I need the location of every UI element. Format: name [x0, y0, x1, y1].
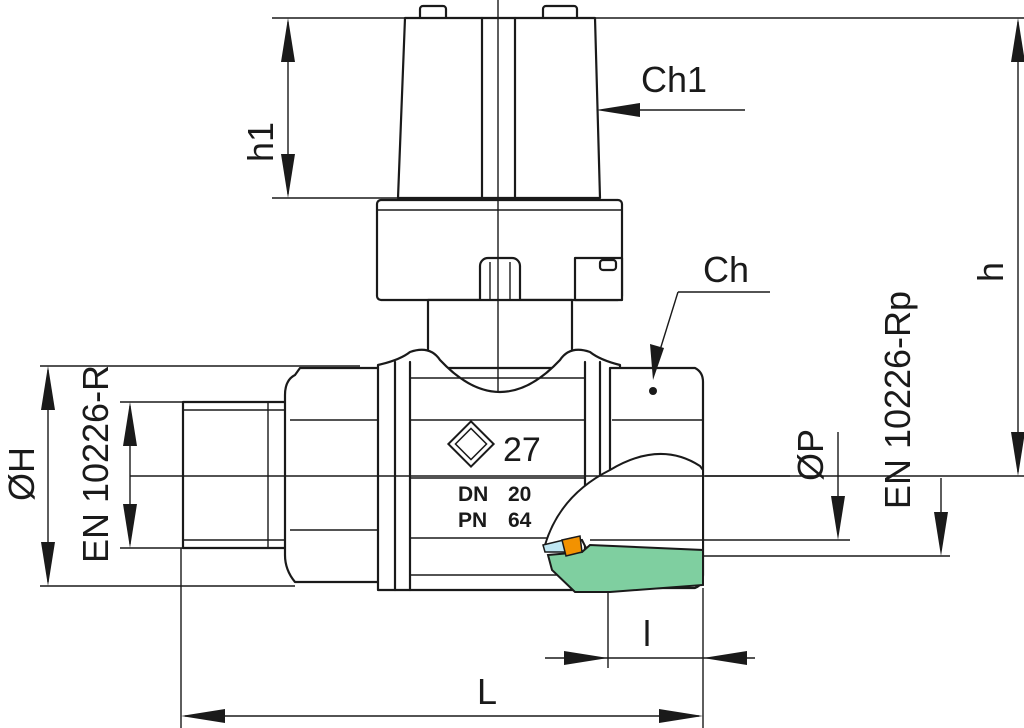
- dim-dia-P: [590, 432, 850, 541]
- leader-ch: [650, 291, 770, 380]
- label-dia-P: ØP: [790, 429, 831, 481]
- seat-section: [546, 543, 704, 593]
- marking-size: 27: [503, 431, 541, 469]
- leader-ch1: [596, 103, 745, 117]
- body-marking: 27 DN 20 PN 64: [446, 419, 541, 532]
- label-thread-R: EN 10226-R: [75, 365, 116, 563]
- label-ch1: Ch1: [641, 59, 707, 100]
- dim-thread-R: [120, 401, 183, 549]
- dim-h1: [272, 17, 420, 199]
- label-L: L: [477, 671, 497, 712]
- marking-pn-value: 64: [508, 509, 532, 532]
- male-thread-end: [181, 400, 297, 550]
- label-h1: h1: [240, 122, 281, 162]
- label-l: l: [643, 613, 651, 654]
- center-lines: [130, 0, 790, 477]
- dim-thread-Rp: [703, 478, 950, 557]
- body-dot: [649, 387, 657, 395]
- left-hex: [283, 366, 382, 584]
- dim-dia-H: [40, 365, 360, 587]
- label-dia-H: ØH: [1, 447, 42, 501]
- handle-cap: [396, 4, 602, 200]
- dim-h: [578, 17, 1024, 477]
- marking-dn-value: 20: [508, 483, 531, 506]
- label-h: h: [970, 262, 1011, 282]
- dim-L: [180, 548, 703, 728]
- section-cutaway: [542, 452, 704, 593]
- label-ch: Ch: [703, 249, 749, 290]
- label-thread-Rp: EN 10226-Rp: [877, 291, 918, 509]
- marking-pn-label: PN: [458, 509, 487, 532]
- manufacturer-logo: [446, 419, 496, 469]
- dim-l: [545, 588, 755, 728]
- seal-section: [561, 535, 583, 557]
- marking-dn-label: DN: [458, 483, 488, 506]
